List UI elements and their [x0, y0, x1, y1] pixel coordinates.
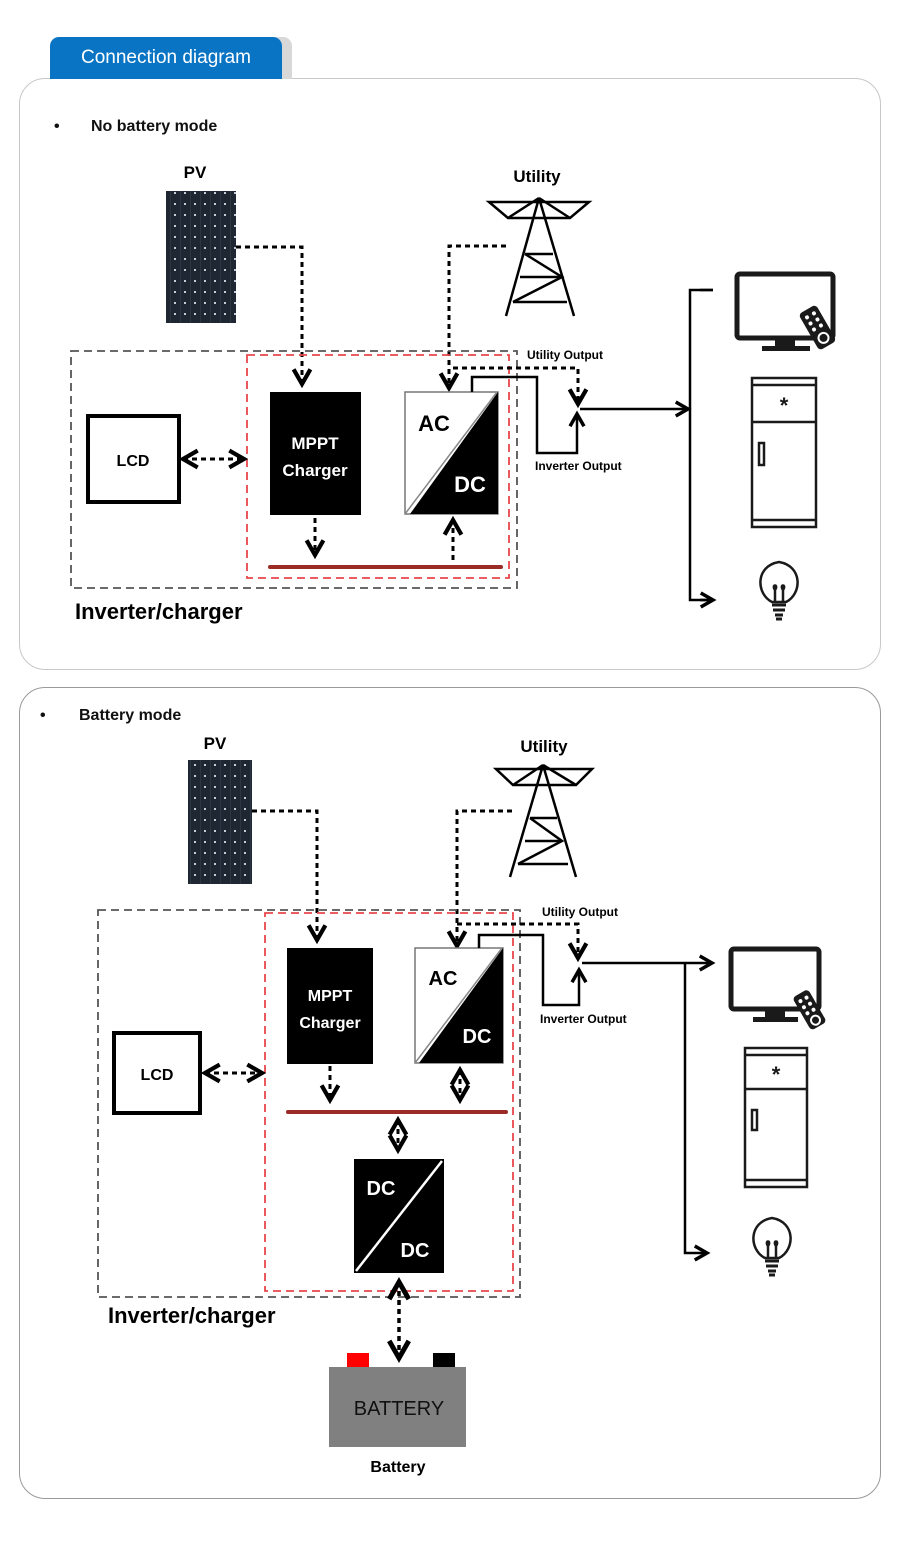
battery-label: Battery: [370, 1459, 425, 1476]
utility-output-label: Utility Output: [527, 348, 603, 362]
inverter-charger-label: Inverter/charger: [75, 599, 243, 624]
ac-dc-inverter-box: [414, 947, 504, 1064]
inverter-output-connector: [477, 933, 579, 1007]
load-distribution-line: [683, 963, 707, 1253]
inverter-output-label: Inverter Output: [540, 1012, 627, 1026]
utility-label: Utility: [520, 737, 568, 756]
ac-label: AC: [429, 968, 458, 990]
ac-dc-inverter-box: [404, 391, 499, 515]
utility-label: Utility: [513, 167, 561, 186]
refrigerator-icon: *: [743, 1046, 809, 1189]
utility-output-connector: [453, 366, 578, 404]
battery-body-label: BATTERY: [354, 1398, 444, 1420]
battery-negative-terminal: [433, 1353, 455, 1367]
battery-icon: [329, 1353, 466, 1447]
utility-to-inverter-connector: [449, 244, 506, 388]
lightbulb-icon: [759, 560, 799, 621]
lcd-label: LCD: [141, 1067, 174, 1084]
dc-label: DC: [463, 1026, 492, 1048]
pv-label: PV: [204, 734, 227, 753]
pv-to-mppt-connector: [236, 245, 302, 384]
refrigerator-icon: *: [750, 376, 818, 529]
ac-label: AC: [418, 411, 450, 436]
pv-to-mppt-connector: [252, 809, 317, 940]
dcdc-input-label: DC: [367, 1178, 396, 1200]
section-title-no-battery: No battery mode: [91, 118, 218, 135]
pv-label: PV: [184, 163, 207, 182]
lcd-box: [86, 414, 181, 504]
utility-tower-icon: [485, 196, 593, 317]
inverter-output-label: Inverter Output: [535, 459, 622, 473]
utility-output-connector: [457, 922, 578, 958]
charger-boundary: [264, 912, 514, 1292]
lcd-box: [112, 1031, 202, 1115]
pv-panel-icon: [188, 760, 252, 884]
dc-label: DC: [454, 472, 486, 497]
inverter-output-connector: [470, 375, 577, 455]
inverter-charger-label: Inverter/charger: [108, 1303, 276, 1328]
mppt-label: MPPT: [308, 988, 353, 1005]
pv-panel-icon: [166, 191, 236, 323]
bullet: •: [40, 707, 46, 724]
tv-icon: [734, 271, 836, 351]
bullet: •: [54, 118, 60, 135]
tab-connection-diagram[interactable]: Connection diagram: [50, 37, 282, 79]
dc-dc-converter-box: [354, 1159, 444, 1273]
inverter-charger-boundary: [70, 350, 518, 589]
lightbulb-icon: [752, 1216, 792, 1277]
mppt-charger-box: [287, 948, 373, 1064]
mppt-label: MPPT: [291, 434, 339, 453]
battery-body: [329, 1367, 466, 1447]
utility-to-inverter-connector: [457, 809, 512, 946]
charger-label: Charger: [299, 1015, 360, 1032]
svg-text:*: *: [772, 1062, 781, 1087]
battery-positive-terminal: [347, 1353, 369, 1367]
charger-label: Charger: [282, 461, 348, 480]
inverter-charger-boundary: [97, 909, 521, 1298]
dcdc-output-label: DC: [401, 1240, 430, 1262]
utility-output-label: Utility Output: [542, 905, 618, 919]
utility-tower-icon: [492, 763, 596, 878]
svg-text:*: *: [780, 393, 789, 418]
tv-icon: [728, 946, 826, 1030]
mppt-charger-box: [270, 392, 361, 515]
lcd-label: LCD: [117, 453, 150, 470]
section-title-battery: Battery mode: [79, 707, 182, 724]
